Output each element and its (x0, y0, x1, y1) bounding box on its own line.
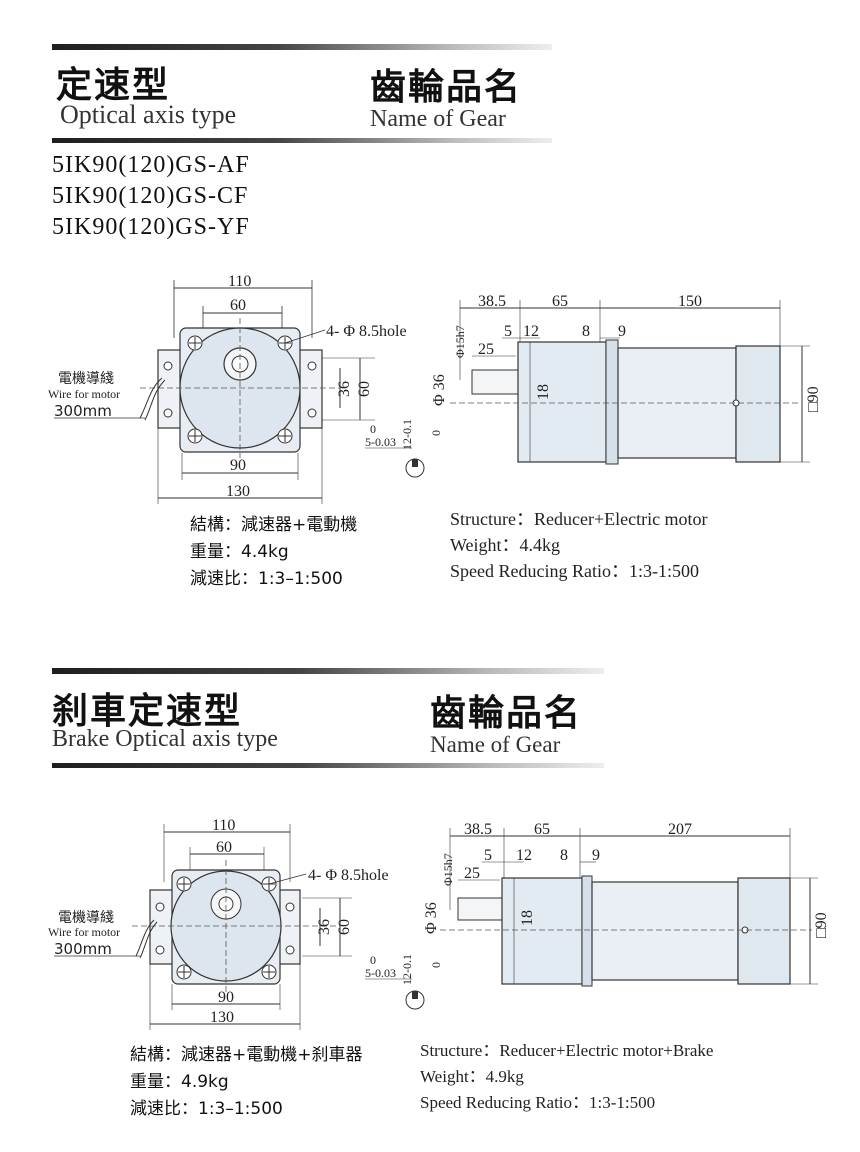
section1-bottom-rule (52, 138, 552, 143)
dim-90: 90 (230, 457, 246, 474)
section1-gear-en: Name of Gear (370, 106, 506, 132)
key-tolerance-top: 0 (370, 422, 376, 436)
dim-12: 12 (516, 847, 532, 864)
section1-top-rule (52, 44, 552, 50)
dim-36: 36 (336, 381, 353, 397)
spec-structure-en: Structure：Reducer+Electric motor+Brake (420, 1041, 714, 1060)
wire-label-cn: 電機導綫 (58, 371, 114, 387)
section2-gear-en: Name of Gear (430, 732, 561, 757)
dim-38-5: 38.5 (464, 821, 492, 838)
dim-25: 25 (478, 341, 494, 358)
shaft-fit: Φ15h7 (453, 325, 467, 358)
dim-60: 60 (216, 839, 232, 856)
dim-110: 110 (212, 817, 235, 834)
model-item: 5IK90(120)GS-YF (52, 214, 250, 240)
dim-18: 18 (519, 910, 536, 926)
dim-8: 8 (582, 323, 590, 340)
dim-motor-length: 150 (678, 293, 702, 310)
wire-length: 300mm (54, 402, 112, 420)
dim-130: 130 (210, 1009, 234, 1026)
shaft-diameter: Φ 36 (423, 902, 440, 934)
spec-ratio-cn: 減速比：1:3–1:500 (130, 1099, 283, 1119)
section2-title-cn: 刹車定速型 (52, 691, 243, 732)
section2-title-en: Brake Optical axis type (52, 726, 278, 752)
section1-gear-cn: 齒輪品名 (370, 67, 523, 108)
section1-front-view-drawing: 110 60 4- Φ 8.5hole 36 60 90 130 電機導綫 Wi… (48, 273, 440, 504)
mounting-hole-group (155, 876, 295, 980)
spec-ratio-cn: 減速比：1:3–1:500 (190, 569, 343, 589)
spec-weight-en: Weight：4.4kg (450, 535, 561, 555)
model-item: 5IK90(120)GS-AF (52, 152, 250, 178)
key-tolerance-top-2: 0 (429, 962, 440, 968)
dim-8: 8 (560, 847, 568, 864)
hole-callout: 4- Φ 8.5hole (308, 867, 389, 884)
spec-ratio-en: Speed Reducing Ratio：1:3-1:500 (450, 561, 699, 581)
section2-specs-en: Structure：Reducer+Electric motor+Brake W… (420, 1038, 713, 1116)
spec-weight-cn: 重量：4.9kg (130, 1072, 229, 1092)
wire-label-en: Wire for motor (48, 387, 120, 401)
spec-weight-en: Weight：4.9kg (420, 1067, 524, 1086)
shaft-fit: Φ15h7 (441, 853, 455, 886)
dim-110: 110 (228, 273, 251, 290)
model-list: 5IK90(120)GS-AF 5IK90(120)GS-CF 5IK90(12… (52, 150, 250, 243)
spec-weight-cn: 重量：4.4kg (190, 542, 289, 562)
dim-9: 9 (618, 323, 626, 340)
section2-top-rule (52, 668, 604, 674)
wire-label-en: Wire for motor (48, 925, 120, 939)
key-height-tolerance: 12-0.1 (400, 954, 414, 985)
key-tolerance-top-2: 0 (429, 430, 440, 436)
section2-side-view-drawing: 38.5 65 207 5 12 8 9 25 □90 Φ 36 Φ15h7 1… (423, 821, 830, 987)
wire-length: 300mm (54, 940, 112, 958)
section2-gear-cn: 齒輪品名 (430, 693, 583, 734)
spec-structure-cn: 結構：減速器+電動機 (190, 515, 358, 535)
key-tolerance: 5-0.03 (365, 435, 396, 449)
dim-36: 36 (316, 919, 333, 935)
dim-square-90: □90 (805, 386, 822, 412)
section1-side-view-drawing: 38.5 65 150 5 12 8 9 25 □90 Φ 36 Φ15h7 1… (431, 293, 822, 465)
key-height-tolerance: 12-0.1 (400, 419, 414, 450)
section1-specs-cn: 結構：減速器+電動機 重量：4.4kg 減速比：1:3–1:500 (190, 512, 357, 593)
dim-18: 18 (535, 384, 552, 400)
dim-130: 130 (226, 483, 250, 500)
key-tolerance-top: 0 (370, 953, 376, 967)
dim-60: 60 (230, 297, 246, 314)
dim-60-vertical: 60 (356, 381, 373, 397)
dim-65: 65 (552, 293, 568, 310)
section1-specs-en: Structure：Reducer+Electric motor Weight：… (450, 506, 708, 584)
section2-specs-cn: 結構：減速器+電動機+刹車器 重量：4.9kg 減速比：1:3–1:500 (130, 1042, 363, 1123)
dim-square-90: □90 (813, 912, 830, 938)
section1-title-cn: 定速型 (56, 65, 171, 106)
spec-structure-cn: 結構：減速器+電動機+刹車器 (130, 1045, 363, 1065)
dim-38-5: 38.5 (478, 293, 506, 310)
section1-title-en: Optical axis type (60, 100, 237, 129)
dim-5: 5 (484, 847, 492, 864)
model-item: 5IK90(120)GS-CF (52, 183, 249, 209)
section2-front-view-drawing: 110 60 4- Φ 8.5hole 36 60 90 130 電機導綫 Wi… (48, 817, 440, 1030)
shaft-diameter: Φ 36 (431, 374, 448, 406)
dim-90: 90 (218, 989, 234, 1006)
key-tolerance: 5-0.03 (365, 966, 396, 980)
dim-9: 9 (592, 847, 600, 864)
dim-5: 5 (504, 323, 512, 340)
wire-label-cn: 電機導綫 (58, 910, 114, 926)
spec-ratio-en: Speed Reducing Ratio：1:3-1:500 (420, 1093, 656, 1112)
dim-25: 25 (464, 865, 480, 882)
dim-motor-length: 207 (668, 821, 692, 838)
dim-60-vertical: 60 (336, 919, 353, 935)
section2-bottom-rule (52, 763, 604, 768)
hole-callout: 4- Φ 8.5hole (326, 323, 407, 340)
dim-65: 65 (534, 821, 550, 838)
spec-structure-en: Structure：Reducer+Electric motor (450, 509, 708, 529)
dim-12: 12 (523, 323, 539, 340)
